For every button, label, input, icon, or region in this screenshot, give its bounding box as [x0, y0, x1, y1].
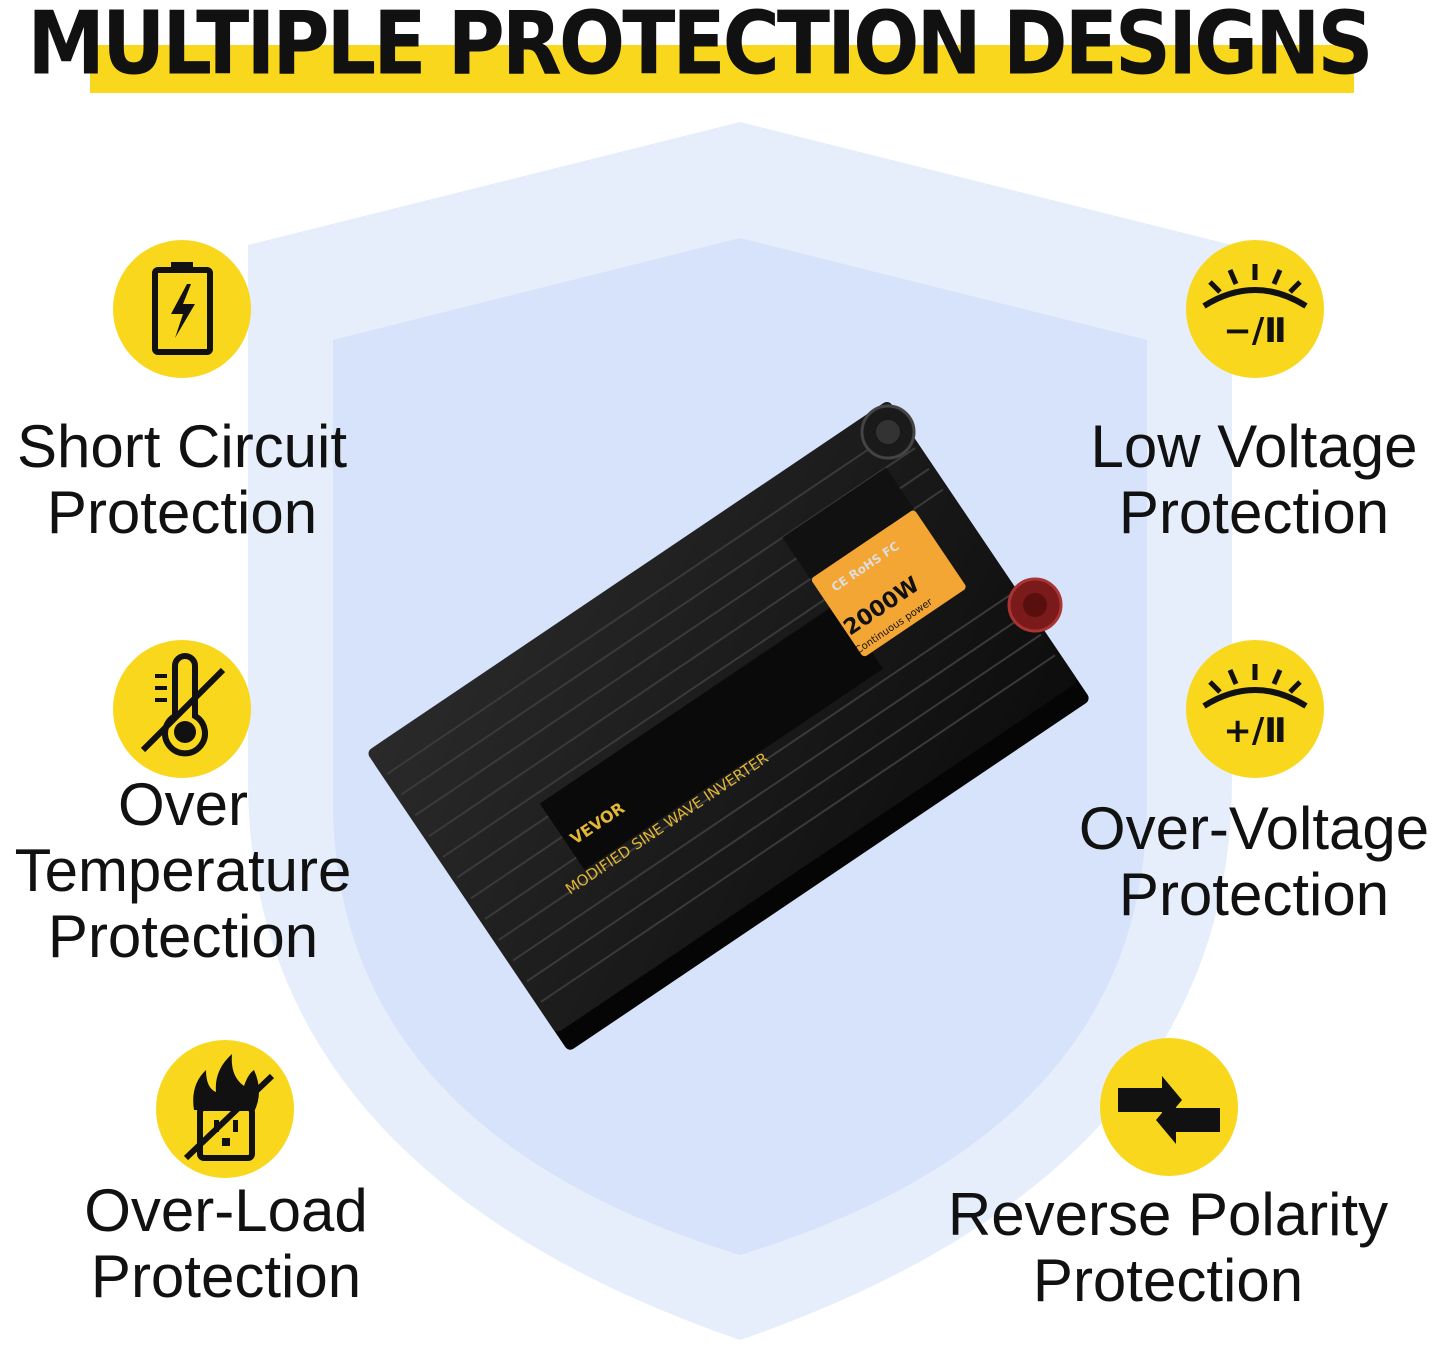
low-voltage-icon-label: −/Ⅱ [1223, 311, 1286, 351]
feature-reverse-polarity: Reverse Polarity Protection [926, 1182, 1410, 1314]
feature-line: Over-Load [84, 1177, 368, 1244]
feature-line: Protection [1118, 479, 1390, 546]
feature-over-temperature: Over Temperature Protection [0, 772, 366, 970]
over-voltage-icon-label: +/Ⅱ [1223, 711, 1286, 751]
feature-line: Short Circuit [16, 413, 348, 480]
feature-line: Low Voltage [1090, 413, 1418, 480]
thermometer-crossed-icon [113, 640, 251, 778]
feature-line: Over [117, 771, 249, 838]
over-voltage-icon: +/Ⅱ [1186, 640, 1324, 778]
negative-terminal [860, 404, 916, 460]
low-voltage-icon: −/Ⅱ [1186, 240, 1324, 378]
fire-outlet-crossed-icon [156, 1040, 294, 1178]
feature-over-load: Over-Load Protection [72, 1178, 380, 1310]
reverse-polarity-icon [1100, 1038, 1238, 1176]
feature-line: Temperature [14, 837, 352, 904]
feature-line: Protection [1032, 1247, 1304, 1314]
feature-short-circuit: Short Circuit Protection [0, 414, 364, 546]
feature-line: Protection [46, 479, 318, 546]
page-title: MULTIPLE PROTECTION DESIGNS [27, 0, 1373, 95]
battery-bolt-icon [113, 240, 251, 378]
feature-line: Protection [1118, 861, 1390, 928]
feature-line: Protection [47, 903, 319, 970]
feature-low-voltage: Low Voltage Protection [1074, 414, 1434, 546]
feature-over-voltage: Over-Voltage Protection [1064, 796, 1444, 928]
title-highlight-bar [90, 45, 1354, 93]
feature-line: Reverse Polarity [947, 1181, 1389, 1248]
feature-line: Over-Voltage [1078, 795, 1430, 862]
feature-line: Protection [90, 1243, 362, 1310]
positive-terminal [1007, 577, 1063, 633]
